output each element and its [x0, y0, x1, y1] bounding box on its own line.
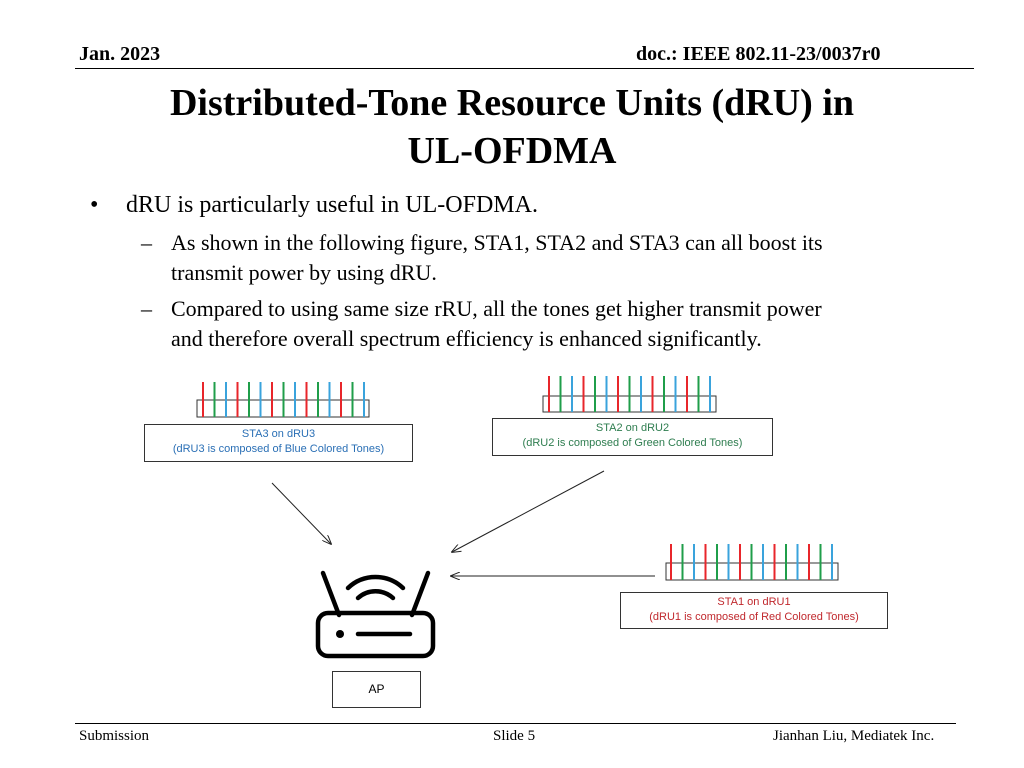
ap-label-box: AP: [332, 671, 421, 708]
header-doc-id: doc.: IEEE 802.11-23/0037r0: [636, 43, 881, 65]
page-title-line2: UL-OFDMA: [407, 130, 617, 172]
page-title-line1: Distributed-Tone Resource Units (dRU) in: [169, 82, 855, 124]
sub-bullet-2-line2: and therefore overall spectrum efficienc…: [171, 326, 762, 351]
header-date: Jan. 2023: [79, 43, 161, 65]
footer-slide-number: Slide 5: [493, 728, 536, 744]
sta1-label-box: STA1 on dRU1 (dRU1 is composed of Red Co…: [620, 592, 888, 629]
header-rule: [75, 68, 974, 69]
sta1-description: (dRU1 is composed of Red Colored Tones): [649, 611, 859, 623]
footer-submission: Submission: [79, 728, 150, 744]
tone-comb-sta2: [542, 376, 717, 413]
bullet-marker: •: [90, 192, 99, 218]
arrow-sta3-to-ap: [271, 482, 331, 544]
sta3-label-box: STA3 on dRU3 (dRU3 is composed of Blue C…: [144, 424, 413, 462]
wifi-router-icon: [315, 570, 436, 659]
sta2-label-box: STA2 on dRU2 (dRU2 is composed of Green …: [492, 418, 773, 456]
footer-rule: [75, 723, 956, 724]
sub-bullet-2-line1: Compared to using same size rRU, all the…: [171, 296, 822, 321]
sub-bullet-1-line1: As shown in the following figure, STA1, …: [171, 230, 823, 255]
arrow-sta2-to-ap: [452, 470, 605, 552]
bullet-text: dRU is particularly useful in UL-OFDMA.: [126, 192, 538, 218]
sta1-title: STA1 on dRU1: [717, 596, 791, 608]
sub-bullet-1-line2: transmit power by using dRU.: [171, 260, 437, 285]
sta2-title: STA2 on dRU2: [595, 422, 670, 434]
sub-bullet-dash-2: –: [141, 296, 152, 321]
sta3-description: (dRU3 is composed of Blue Colored Tones): [172, 443, 385, 455]
sta2-description: (dRU2 is composed of Green Colored Tones…: [522, 437, 743, 449]
footer-author: Jianhan Liu, Mediatek Inc.: [773, 728, 935, 744]
tone-comb-sta1: [665, 544, 839, 581]
sta3-title: STA3 on dRU3: [241, 428, 316, 440]
sub-bullet-dash-1: –: [141, 230, 152, 255]
tone-comb-sta3: [196, 382, 370, 418]
ap-label: AP: [368, 682, 385, 696]
